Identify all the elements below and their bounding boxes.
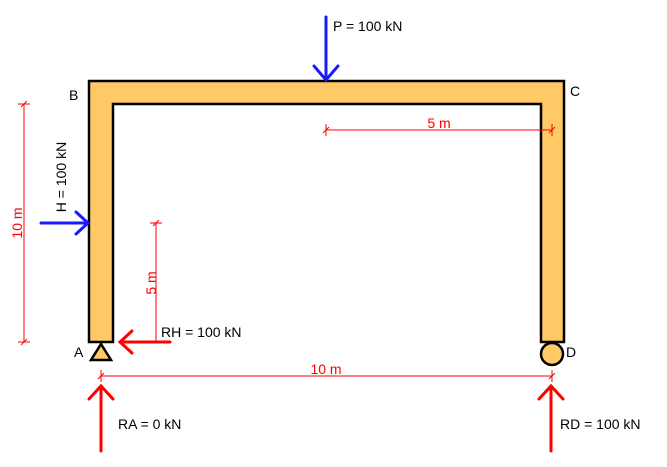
horizontal-load-label: H = 100 kN — [53, 142, 69, 212]
height-dimension-line — [18, 100, 30, 346]
vertical-reaction-d-arrow — [537, 383, 565, 453]
horizontal-load-arrow — [39, 210, 91, 236]
vertical-reaction-d-label: RD = 100 kN — [560, 416, 641, 432]
portal-frame — [87, 79, 566, 344]
roller-support-d — [539, 341, 565, 367]
horizontal-reaction-arrow — [117, 329, 172, 355]
point-load-arrow — [312, 15, 340, 83]
load-offset-dimension-label: 5 m — [427, 115, 450, 131]
node-label-d: D — [566, 344, 576, 360]
horizontal-reaction-label: RH = 100 kN — [161, 324, 242, 340]
node-label-b: B — [69, 87, 78, 103]
point-load-label: P = 100 kN — [333, 18, 402, 34]
span-dimension-line — [97, 370, 556, 382]
span-dimension-label: 10 m — [310, 361, 341, 377]
height-dimension-label: 10 m — [9, 207, 25, 238]
load-height-dimension-line — [150, 219, 162, 342]
pin-support-a — [88, 341, 114, 362]
node-label-a: A — [74, 344, 84, 360]
load-offset-dimension-line — [322, 124, 556, 136]
vertical-reaction-a-arrow — [87, 383, 115, 453]
node-label-c: C — [570, 83, 580, 99]
load-height-dimension-label: 5 m — [143, 271, 159, 294]
vertical-reaction-a-label: RA = 0 kN — [118, 416, 181, 432]
